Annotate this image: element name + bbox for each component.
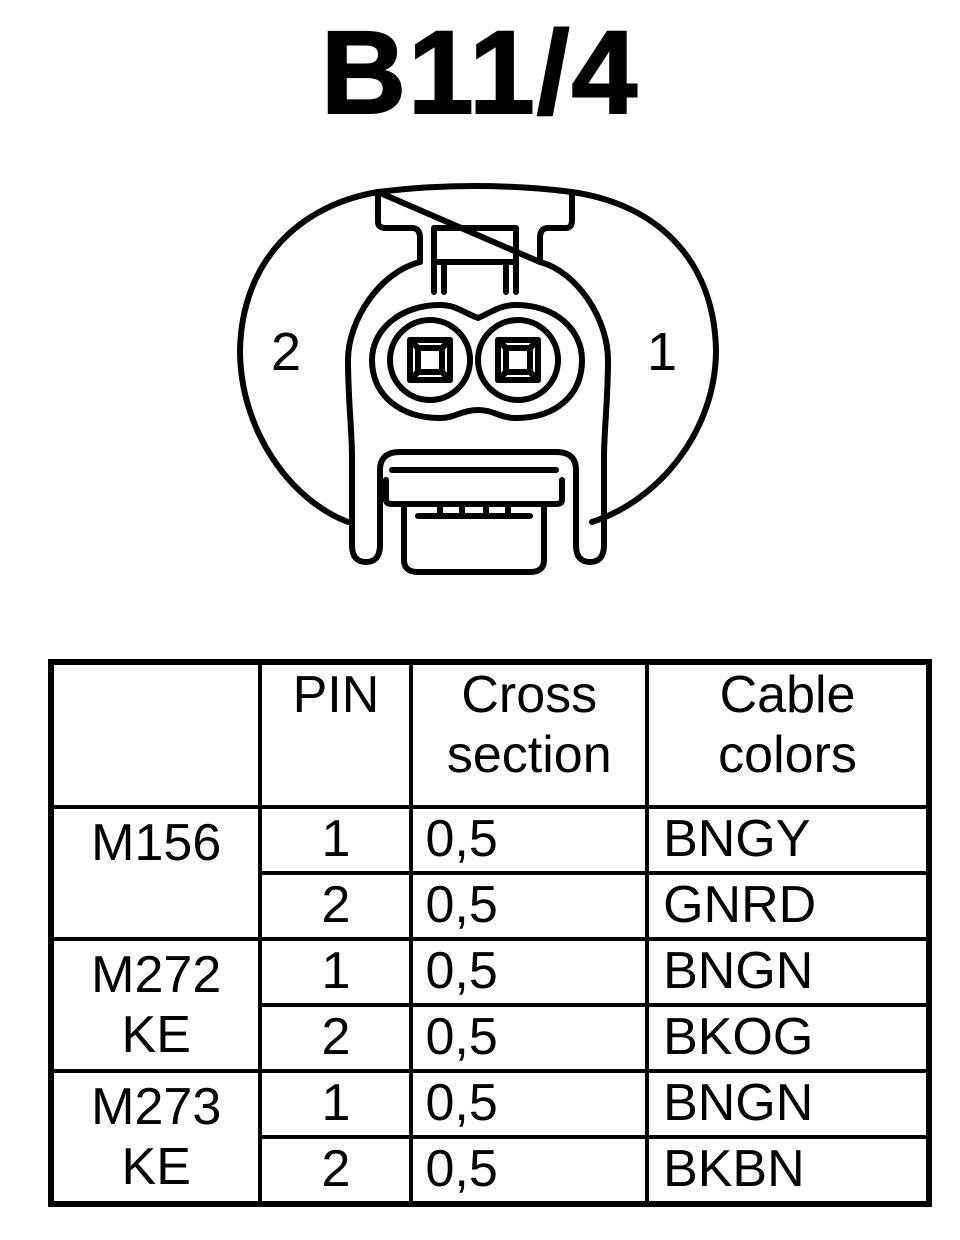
cross-section-cell: 0,5 — [409, 937, 650, 1007]
cable-color-cell: GNRD — [645, 871, 931, 941]
cross-section-cell: 0,5 — [409, 1069, 650, 1139]
connector-diagram: 2 1 — [237, 183, 719, 575]
header-engine — [48, 660, 263, 809]
connector-housing-outline — [237, 189, 719, 525]
pin-2-circle — [387, 317, 473, 403]
cross-section-cell: 0,5 — [409, 871, 650, 941]
pin-1-circle — [475, 317, 561, 403]
engine-cell: M156 — [48, 805, 263, 941]
pin-2-terminal — [407, 337, 453, 383]
table-row: 2 0,5 BKOG — [51, 1003, 931, 1073]
pin-2-label: 2 — [271, 322, 301, 382]
cable-color-cell: BKBN — [645, 1135, 931, 1206]
pin-1-label: 1 — [647, 322, 677, 382]
pin-cell: 1 — [258, 1069, 414, 1139]
pin-cell: 2 — [258, 871, 414, 941]
table-row: M156 1 0,5 BNGY — [48, 805, 931, 941]
table-row: 2 0,5 GNRD — [51, 871, 931, 941]
pin-cell: 2 — [258, 1003, 414, 1073]
latch-window — [431, 225, 519, 265]
pin-cell: 1 — [258, 937, 414, 1007]
engine-cell: M272 KE — [48, 937, 263, 1073]
table-row: 2 0,5 BKBN — [51, 1135, 931, 1206]
bottom-tab — [401, 501, 547, 575]
cross-section-cell: 0,5 — [409, 805, 650, 875]
cable-color-cell: BNGN — [645, 1069, 931, 1139]
cross-section-cell: 0,5 — [409, 1003, 650, 1073]
pin-assignment-table: PIN Cross section Cable colors M156 1 0,… — [48, 659, 932, 1207]
inner-shroud — [345, 259, 611, 565]
table-header-row: PIN Cross section Cable colors — [48, 660, 931, 809]
cable-color-cell: BKOG — [645, 1003, 931, 1073]
cable-color-cell: BNGY — [645, 805, 931, 875]
pin-1-terminal — [495, 337, 541, 383]
pin-cavity — [369, 302, 585, 421]
pin-cell: 2 — [258, 1135, 414, 1206]
lock-bar — [383, 477, 565, 507]
table-row: M272 KE 1 0,5 BNGN — [48, 937, 931, 1073]
pin-cell: 1 — [258, 805, 414, 875]
header-cross-section: Cross section — [409, 660, 650, 809]
cross-section-cell: 0,5 — [409, 1135, 650, 1206]
engine-cell: M273 KE — [48, 1069, 263, 1206]
cable-color-cell: BNGN — [645, 937, 931, 1007]
table-row: M273 KE 1 0,5 BNGN — [48, 1069, 931, 1206]
connector-title: B11/4 — [320, 7, 640, 139]
header-cable-colors: Cable colors — [645, 660, 931, 809]
header-pin: PIN — [258, 660, 414, 809]
latch-tab — [375, 183, 575, 265]
